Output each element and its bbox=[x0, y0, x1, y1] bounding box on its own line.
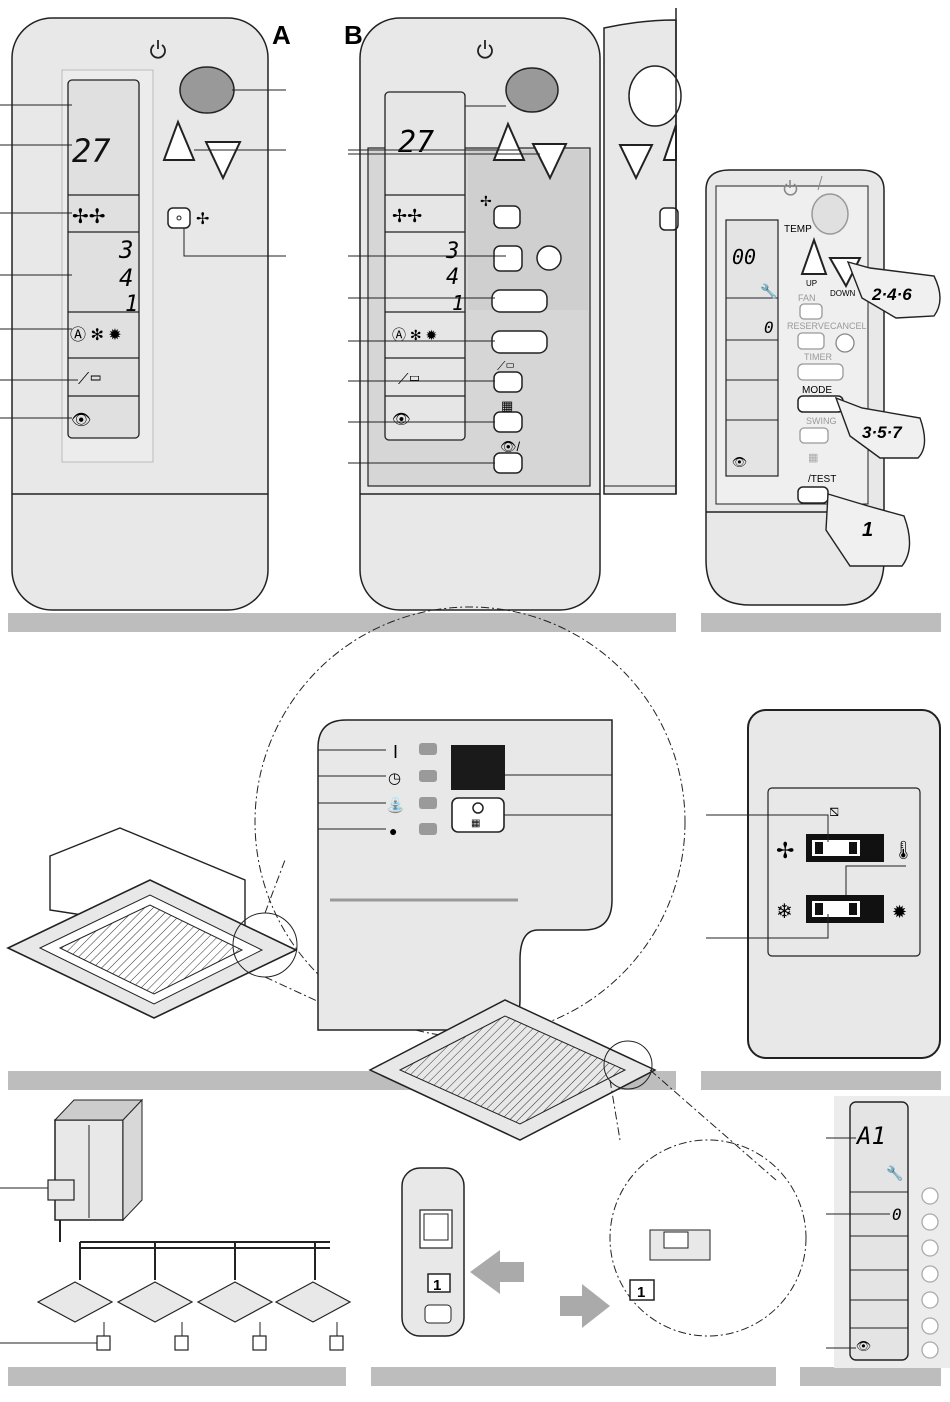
swing-icon: ⟋▭ bbox=[78, 371, 102, 388]
remote-b: B 27 3 4 1 ✢✢ Ⓐ ✻ ✹ ⟋▭ 👁 ✢ ⟋▭ bbox=[344, 8, 681, 610]
remote-address-number: 1 bbox=[433, 1277, 441, 1294]
fan-button[interactable] bbox=[494, 206, 520, 228]
svg-text:▦: ▦ bbox=[471, 818, 480, 829]
panel-label-a: A bbox=[272, 20, 291, 50]
fan-button[interactable] bbox=[800, 304, 822, 319]
svg-text:3·5·7: 3·5·7 bbox=[862, 423, 903, 442]
arrow-left bbox=[470, 1250, 524, 1294]
swing-button[interactable] bbox=[494, 372, 522, 392]
reserve-label: RESERVE bbox=[787, 321, 830, 331]
lcd-code: 00 bbox=[732, 245, 756, 269]
mode-label: MODE bbox=[802, 385, 832, 396]
svg-text:2·4·6: 2·4·6 bbox=[871, 285, 912, 304]
timer-on-button[interactable] bbox=[494, 246, 522, 271]
wrench-icon: 🔧 bbox=[760, 282, 777, 300]
timer-off-value: 4 bbox=[446, 265, 459, 290]
signal-receiver bbox=[451, 745, 505, 790]
signal-transmitter bbox=[180, 67, 234, 113]
timer-label: TIMER bbox=[804, 352, 832, 362]
comfort-icon: 👁 bbox=[392, 411, 411, 428]
filter-led bbox=[419, 797, 437, 809]
unit-indicator-panel: I ◷ ⛲ ● ▦ bbox=[318, 720, 612, 1030]
reserve-button[interactable] bbox=[798, 333, 824, 349]
comfort-icon: 👁 bbox=[71, 412, 91, 429]
address-diagram: 1 1 bbox=[370, 1000, 806, 1336]
wrench-icon: 🔧 bbox=[886, 1164, 903, 1182]
signal-transmitter bbox=[506, 68, 558, 112]
heating-icon: ✹ bbox=[892, 902, 907, 922]
fan-label: FAN bbox=[798, 293, 816, 303]
fan-speed-icon: ✢✢ bbox=[392, 206, 422, 226]
timer-off2-value: 1 bbox=[125, 292, 138, 317]
grill-button[interactable] bbox=[494, 412, 522, 432]
grill-icon: ▦ bbox=[501, 398, 513, 413]
operation-led bbox=[419, 743, 437, 755]
thermometer-icon: 🌡 bbox=[892, 840, 915, 860]
setting-icon: ⧅ bbox=[829, 803, 839, 820]
lcd-unit-number: 0 bbox=[892, 1205, 902, 1224]
fan-speed-icon: ✢✢ bbox=[72, 206, 106, 228]
fan-icon: ✢ bbox=[480, 193, 492, 209]
cancel-label: CANCEL bbox=[830, 321, 867, 331]
lcd-code: A1 bbox=[855, 1122, 886, 1150]
wired-remote-boxes bbox=[97, 1336, 343, 1350]
test-icon: 👁/ bbox=[500, 439, 521, 454]
cooling-icon: ❄ bbox=[776, 901, 793, 923]
down-label: DOWN bbox=[830, 289, 856, 298]
cancel-button[interactable] bbox=[836, 334, 854, 352]
fan-icon: ✢ bbox=[196, 211, 209, 228]
remote-d: A1 0 🔧 👁 bbox=[826, 1096, 950, 1368]
remote-a: A 27 3 4 1 ✢✢ Ⓐ ✻ ✹ ⟋▭ 👁 ✢ bbox=[0, 18, 291, 610]
timer-off-value: 4 bbox=[119, 264, 133, 292]
dip-switch-panel: ⧅ ✢ 🌡 ❄ ✹ bbox=[706, 710, 940, 1058]
swing-icon: ⟋▭ bbox=[398, 371, 421, 388]
grill-icon: ▦ bbox=[808, 452, 818, 464]
system-diagram bbox=[0, 1100, 350, 1350]
comfort-icon: 👁 bbox=[856, 1339, 871, 1353]
arrow-right bbox=[560, 1284, 610, 1328]
mode-icons: Ⓐ ✻ ✹ bbox=[70, 326, 122, 344]
timer-on-value: 3 bbox=[118, 236, 133, 264]
cancel-button[interactable] bbox=[537, 246, 561, 270]
filter-indicator-icon: ⛲ bbox=[386, 796, 405, 814]
timer-indicator-icon: ◷ bbox=[388, 770, 401, 787]
timer-on-value: 3 bbox=[445, 239, 459, 264]
timer-button[interactable] bbox=[798, 364, 843, 380]
temp-label: TEMP bbox=[784, 224, 812, 235]
timer-off2-value: 1 bbox=[452, 291, 464, 315]
operation-indicator-label: I bbox=[393, 742, 398, 762]
up-label: UP bbox=[806, 279, 817, 288]
test-button[interactable] bbox=[494, 453, 522, 473]
timer-led bbox=[419, 770, 437, 782]
fan-icon: ✢ bbox=[776, 838, 794, 863]
swing-button-icon: ⟋▭ bbox=[497, 359, 515, 373]
timer-off-button[interactable] bbox=[492, 290, 547, 312]
remote-c: 00 0 🔧 👁 TEMP UP DOWN FAN RESERVE CANCEL… bbox=[706, 170, 940, 605]
comfort-icon: 👁 bbox=[732, 455, 747, 469]
swing-button[interactable] bbox=[800, 428, 828, 443]
test-button[interactable] bbox=[798, 487, 828, 503]
defrost-led bbox=[419, 823, 437, 835]
cassette-unit bbox=[8, 828, 297, 1018]
lcd-unit-number: 0 bbox=[764, 318, 774, 337]
indoor-cassette-row bbox=[38, 1282, 350, 1322]
test-label: /TEST bbox=[808, 474, 836, 485]
svg-text:1: 1 bbox=[862, 519, 873, 541]
lcd-temp: 27 bbox=[72, 132, 111, 170]
unit-address-number: 1 bbox=[637, 1284, 645, 1301]
panel-label-b: B bbox=[344, 20, 363, 50]
fan-button[interactable] bbox=[168, 208, 190, 228]
lcd-temp: 27 bbox=[398, 125, 434, 160]
swing-label: SWING bbox=[806, 416, 837, 426]
mode-button[interactable] bbox=[492, 331, 547, 353]
branch-box bbox=[48, 1180, 74, 1200]
defrost-indicator-icon: ● bbox=[389, 823, 397, 839]
